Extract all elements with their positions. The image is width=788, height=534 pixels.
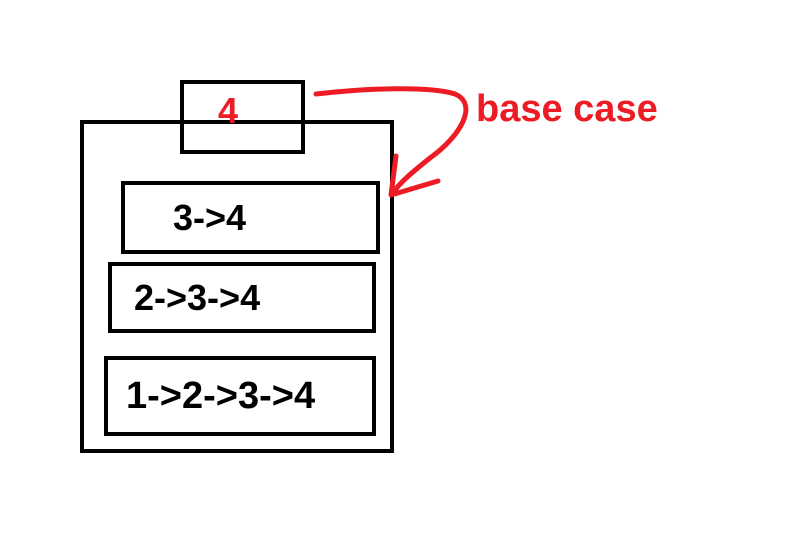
stack-frame-1-2-3-4: 1->2->3->4 [104, 356, 376, 436]
stack-top-frame [180, 80, 305, 154]
stack-frame-label: 1->2->3->4 [126, 374, 316, 417]
stack-frame-label: 3->4 [173, 196, 247, 238]
base-case-annotation: base case [476, 88, 658, 130]
call-stack-container [80, 120, 394, 453]
arrow-head [388, 153, 441, 198]
stack-frame-label: 2->3->4 [134, 276, 261, 318]
stack-top-label: 4 [218, 90, 239, 131]
stack-frame-3-4: 3->4 [121, 181, 380, 254]
stack-frame-2-3-4: 2->3->4 [108, 262, 376, 333]
